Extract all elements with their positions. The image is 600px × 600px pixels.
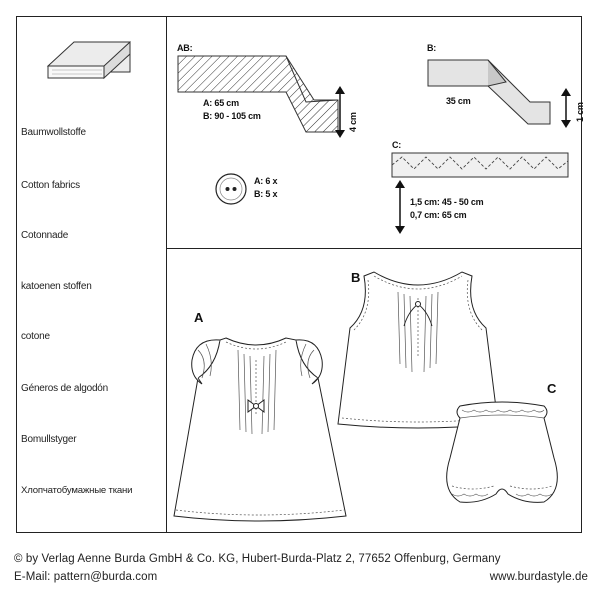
fabric-label-fr: Cotonnade: [21, 230, 69, 241]
view-c-label: C: [547, 381, 557, 396]
buttons-amount-a: A: 6 x: [254, 176, 278, 186]
garment-a-illustration: [173, 337, 347, 522]
fabric-label-en: Cotton fabrics: [21, 180, 80, 191]
elastic-c-illustration: [391, 152, 569, 178]
notion-ab-width: 4 cm: [348, 112, 358, 132]
fabric-label-it: cotone: [21, 331, 50, 342]
notion-c-line1: 1,5 cm: 45 - 50 cm: [410, 197, 484, 207]
footer-copyright: © by Verlag Aenne Burda GmbH & Co. KG, H…: [14, 553, 501, 565]
fabric-label-nl: katoenen stoffen: [21, 281, 92, 292]
notion-b-length: 35 cm: [446, 96, 471, 106]
notion-c-label: C:: [392, 140, 402, 150]
garment-b-illustration: [337, 271, 499, 429]
double-arrow-icon: [335, 86, 345, 138]
double-arrow-icon: [561, 88, 571, 128]
footer-email[interactable]: E-Mail: pattern@burda.com: [14, 571, 158, 583]
fabric-label-de: Baumwollstoffe: [21, 127, 86, 138]
fabric-label-ru: Хлопчатобумажные ткани: [21, 485, 133, 496]
pattern-frame: [16, 16, 582, 533]
fabric-label-es: Géneros de algodón: [21, 383, 109, 394]
view-b-label: B: [351, 270, 361, 285]
fabric-label-sv: Bomullstyger: [21, 434, 77, 445]
notion-ab-amount-b: B: 90 - 105 cm: [203, 111, 261, 121]
buttons-amount-b: B: 5 x: [254, 189, 278, 199]
row-divider: [166, 248, 582, 250]
double-arrow-icon: [395, 180, 405, 234]
notion-b-width: 1 cm: [575, 102, 585, 122]
garment-c-illustration: [446, 401, 558, 503]
notion-c-line2: 0,7 cm: 65 cm: [410, 210, 467, 220]
button-icon: [215, 173, 247, 205]
column-divider: [166, 16, 168, 533]
view-a-label: A: [194, 310, 204, 325]
notion-b-label: B:: [427, 43, 437, 53]
bias-tape-ab-illustration: [177, 55, 339, 133]
notion-ab-label: AB:: [177, 43, 193, 53]
footer-website[interactable]: www.burdastyle.de: [489, 571, 588, 583]
fabric-bolt-icon: [46, 40, 131, 80]
notion-ab-amount-a: A: 65 cm: [203, 98, 239, 108]
ribbon-b-illustration: [427, 59, 551, 125]
